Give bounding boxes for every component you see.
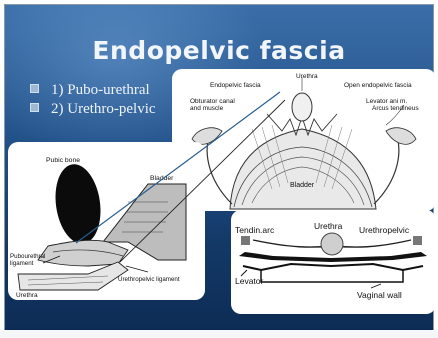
slide-reflection xyxy=(0,330,438,338)
